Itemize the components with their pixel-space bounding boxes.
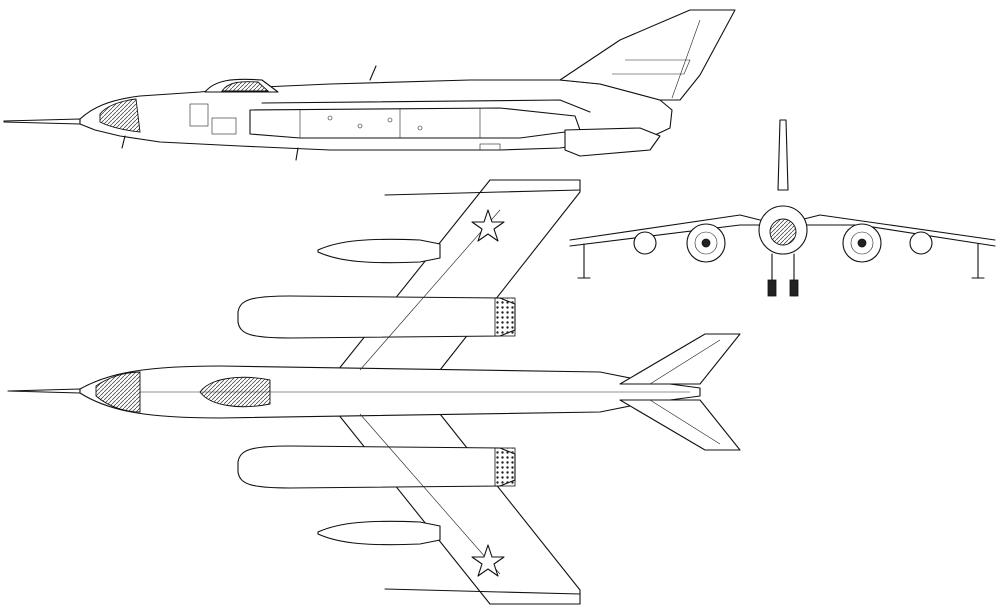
front-intake — [769, 218, 797, 246]
side-main-gear — [295, 147, 299, 161]
top-upper-flap-line — [359, 209, 501, 371]
top-elevator-line-upper — [649, 339, 721, 385]
side-wing-root — [261, 99, 591, 113]
side-canopy-frame — [221, 81, 270, 92]
side-view — [3, 9, 736, 161]
top-lower-engine — [237, 445, 516, 489]
side-pitot-probe — [3, 118, 81, 125]
front-main-wheel-left — [767, 279, 777, 297]
top-upper-wingtip-rail — [384, 189, 581, 196]
top-lower-engine-mesh — [494, 447, 516, 487]
side-nose-gear — [121, 135, 126, 149]
top-lower-wingtip-rail — [384, 588, 581, 595]
front-left-wingtip-gear — [577, 243, 591, 279]
top-lower-wing — [329, 399, 581, 605]
side-antenna — [369, 65, 377, 81]
top-lower-stabilizer — [619, 399, 741, 451]
front-left-drop-tank — [633, 231, 657, 255]
front-view — [569, 119, 996, 297]
top-upper-star-insignia — [471, 209, 505, 242]
side-engine-nacelle — [249, 107, 581, 139]
side-rudder-line — [671, 19, 701, 99]
top-upper-stabilizer — [619, 333, 741, 385]
front-right-engine-hub — [857, 238, 867, 248]
side-nose-radome — [99, 98, 141, 133]
side-exhaust — [564, 127, 661, 157]
top-lower-star-insignia — [471, 544, 505, 577]
front-right-wingtip-gear — [971, 243, 985, 279]
front-left-engine-hub — [701, 238, 711, 248]
top-view — [7, 179, 741, 605]
top-upper-engine-mesh — [494, 297, 516, 337]
top-upper-drop-tank — [317, 238, 441, 264]
front-vertical-fin — [777, 119, 789, 191]
front-main-wheel-right — [789, 279, 799, 297]
top-lower-flap-line — [359, 413, 501, 575]
front-right-drop-tank — [909, 231, 933, 255]
top-upper-wing — [329, 179, 581, 385]
top-upper-engine — [237, 295, 516, 339]
front-left-engine-inner — [694, 231, 718, 255]
side-panel-details — [189, 103, 501, 151]
top-elevator-line-lower — [649, 399, 721, 445]
top-lower-drop-tank — [317, 520, 441, 546]
top-nose-radome — [95, 371, 141, 413]
top-pitot-probe — [7, 388, 81, 394]
side-tail-panel — [612, 59, 691, 75]
front-right-engine-inner — [850, 231, 874, 255]
side-vertical-tail — [559, 9, 736, 101]
